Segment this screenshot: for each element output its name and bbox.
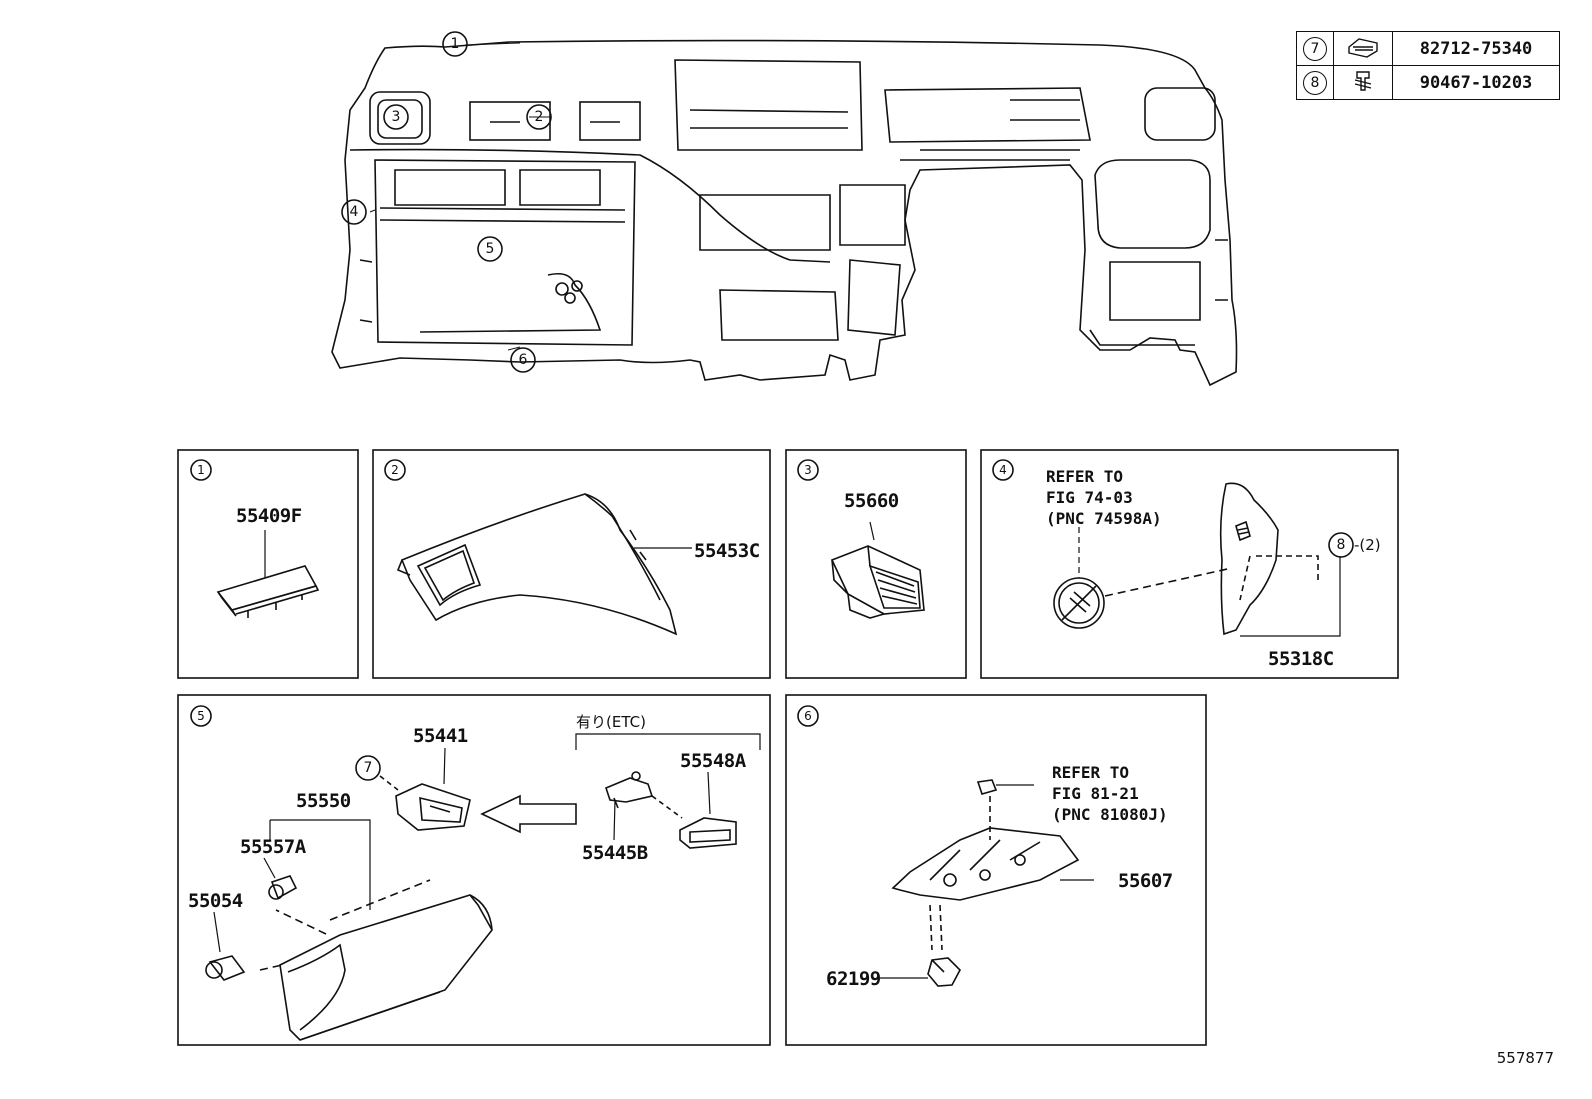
- panel-index-3: 3: [804, 463, 812, 477]
- panel-index-1: 1: [197, 463, 205, 477]
- ref-index: 7: [1303, 36, 1327, 61]
- panel-index-4: 4: [999, 463, 1007, 477]
- part-panel6-drawing: [880, 779, 1094, 987]
- panel-frame-4: [980, 449, 1399, 679]
- part-55318C-drawing: [1053, 482, 1354, 637]
- panel-index-6: 6: [804, 709, 812, 723]
- part-number-55607[interactable]: 55607: [1118, 870, 1173, 892]
- part-55660-drawing: [830, 521, 925, 619]
- part-55453C-drawing: [396, 493, 692, 636]
- panel-index-2: 2: [391, 463, 399, 477]
- ref-index: 8: [1303, 70, 1327, 95]
- fastener-quantity: -(2): [1354, 536, 1381, 554]
- part-number-55557A[interactable]: 55557A: [240, 836, 306, 858]
- part-number-55548A[interactable]: 55548A: [680, 750, 746, 772]
- part-number-55318C[interactable]: 55318C: [1268, 648, 1334, 670]
- part-panel5-drawing: [205, 733, 761, 1041]
- option-label-etc: 有り(ETC): [576, 713, 646, 731]
- clip-icon: [1343, 37, 1383, 63]
- overview-callout-3[interactable]: 3: [391, 109, 401, 125]
- part-number-55409F[interactable]: 55409F: [236, 505, 302, 527]
- refer-to-note-fig-81-21[interactable]: REFER TO FIG 81-21 (PNC 81080J): [1052, 763, 1168, 824]
- overview-callout-1[interactable]: 1: [450, 36, 460, 52]
- panel-frame-2: [372, 449, 771, 679]
- panel-frame-1: [177, 449, 359, 679]
- overview-callout-2[interactable]: 2: [534, 109, 544, 125]
- table-row: 7 82712-75340: [1296, 31, 1560, 66]
- part-number-62199[interactable]: 62199: [826, 968, 881, 990]
- clip-callout-7[interactable]: 7: [363, 760, 373, 776]
- ref-part-number[interactable]: 82712-75340: [1419, 38, 1533, 59]
- retainer-icon: [1343, 70, 1383, 98]
- fastener-reference-table: 7 82712-75340 8 90467-10203: [1296, 31, 1560, 100]
- part-number-55453C[interactable]: 55453C: [694, 540, 760, 562]
- instrument-panel-overview: [331, 39, 1238, 387]
- refer-to-note-fig-74-03[interactable]: REFER TO FIG 74-03 (PNC 74598A): [1046, 467, 1162, 528]
- fastener-callout-8[interactable]: 8: [1336, 537, 1346, 553]
- table-row: 8 90467-10203: [1296, 65, 1560, 100]
- part-number-55441[interactable]: 55441: [413, 725, 468, 747]
- overview-callout-5[interactable]: 5: [485, 241, 495, 257]
- overview-callout-6[interactable]: 6: [518, 352, 528, 368]
- panel-frame-6: [785, 694, 1207, 1046]
- part-number-55054[interactable]: 55054: [188, 890, 243, 912]
- panel-frame-3: [785, 449, 967, 679]
- part-55409F-drawing: [216, 530, 320, 618]
- panel-frame-5: [177, 694, 771, 1046]
- illustration-number: 557877: [1496, 1049, 1554, 1067]
- part-number-55445B[interactable]: 55445B: [582, 842, 648, 864]
- part-number-55550[interactable]: 55550: [296, 790, 351, 812]
- ref-part-number[interactable]: 90467-10203: [1419, 72, 1533, 93]
- overview-callout-4[interactable]: 4: [349, 204, 359, 220]
- part-number-55660[interactable]: 55660: [844, 490, 899, 512]
- panel-index-5: 5: [197, 709, 205, 723]
